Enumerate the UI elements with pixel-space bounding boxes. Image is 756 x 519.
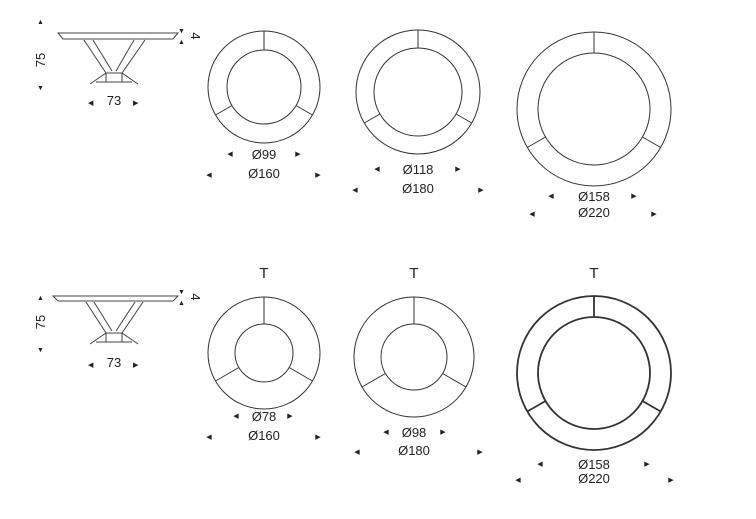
dimension-arrow: ◀ [206, 172, 212, 179]
dimension-arrow: ◀ [537, 461, 543, 468]
type-label: T [409, 265, 418, 282]
segment-divider-line [526, 400, 546, 413]
inner-lazy-susan-circle [537, 316, 651, 430]
dimension-arrow: ▶ [668, 477, 674, 484]
inner-diameter-label: Ø158 [578, 189, 610, 204]
dimension-arrow: ▶ [455, 166, 461, 173]
outer-top-circle [516, 31, 672, 187]
dimension-arrow: ▶ [651, 211, 657, 218]
dimension-arrow: ◀ [529, 211, 535, 218]
dimension-arrow: ◀ [352, 187, 358, 194]
outer-top-circle [355, 29, 481, 155]
inner-lazy-susan-circle [226, 49, 302, 125]
dimension-arrow: ▶ [315, 434, 321, 441]
segment-divider-line [442, 373, 467, 388]
segment-divider-line [215, 367, 240, 382]
dimension-arrow: ◀ [233, 413, 239, 420]
inner-lazy-susan-circle [373, 47, 463, 137]
segment-divider-line [642, 400, 662, 413]
outer-diameter-label: Ø160 [248, 166, 280, 181]
side-width-arrow-right: ▶ [133, 100, 139, 107]
side-width-label: 73 [107, 355, 121, 370]
side-height-arrow-bottom: ▼ [37, 85, 44, 92]
dimension-arrow: ▶ [478, 187, 484, 194]
side-height-arrow-top: ▲ [37, 19, 44, 26]
type-label: T [259, 265, 268, 282]
inner-diameter-label: Ø78 [252, 409, 277, 424]
side-width-arrow-left: ◀ [88, 100, 94, 107]
inner-diameter-label: Ø118 [403, 162, 434, 177]
side-thickness-arrow-bottom: ▲ [178, 39, 185, 46]
segment-divider-line [361, 373, 386, 388]
side-height-arrow-top: ▲ [37, 295, 44, 302]
side-thickness-arrow-top: ▼ [178, 28, 185, 35]
outer-diameter-label: Ø220 [578, 471, 610, 486]
dimension-arrow: ◀ [374, 166, 380, 173]
side-thickness-label: 4 [188, 32, 203, 39]
segment-divider-line [455, 113, 472, 124]
inner-lazy-susan-circle [380, 323, 448, 391]
side-view-2: 4 ▼ ▲ ▲ 75 ▼ ◀ 73 ▶ [33, 289, 203, 370]
side-thickness-arrow-top: ▼ [178, 289, 185, 296]
side-width-arrow-right: ▶ [133, 362, 139, 369]
dimension-arrow: ◀ [227, 151, 233, 158]
table-top-profile [56, 32, 180, 40]
side-thickness-arrow-bottom: ▲ [178, 300, 185, 307]
type-label: T [589, 265, 598, 282]
dimension-arrow: ▶ [295, 151, 301, 158]
outer-diameter-label: Ø220 [578, 205, 610, 220]
dimension-arrow: ◀ [206, 434, 212, 441]
outer-diameter-label: Ø180 [402, 181, 434, 196]
outer-diameter-label: Ø160 [248, 428, 280, 443]
segment-divider-line [215, 105, 233, 116]
inner-lazy-susan-circle [234, 323, 294, 383]
dimension-arrow: ▶ [440, 429, 446, 436]
dimension-arrow: ▶ [644, 461, 650, 468]
outer-diameter-label: Ø180 [398, 443, 430, 458]
dimension-arrow: ▶ [315, 172, 321, 179]
side-width-arrow-left: ◀ [88, 362, 94, 369]
dimension-arrow: ▶ [631, 193, 637, 200]
inner-diameter-label: Ø99 [252, 147, 277, 162]
side-view-1: 4 ▼ ▲ ▲ 75 ▼ ◀ 73 ▶ [33, 19, 203, 108]
side-height-arrow-bottom: ▼ [37, 347, 44, 354]
inner-lazy-susan-circle [537, 52, 651, 166]
inner-diameter-label: Ø158 [578, 457, 610, 472]
dimension-arrow: ▶ [287, 413, 293, 420]
segment-divider-line [642, 136, 661, 148]
side-height-label: 75 [33, 53, 48, 67]
side-thickness-label: 4 [188, 293, 203, 300]
dimension-arrow: ◀ [383, 429, 389, 436]
segment-divider-line [288, 367, 313, 382]
side-height-label: 75 [33, 315, 48, 329]
dimension-arrow: ◀ [515, 477, 521, 484]
outer-top-circle [516, 295, 672, 451]
dimension-arrow: ▶ [477, 449, 483, 456]
segment-divider-line [364, 113, 381, 124]
segment-divider-line [527, 136, 546, 148]
dimension-arrow: ◀ [354, 449, 360, 456]
table-base-profile [85, 301, 144, 345]
table-base-profile [83, 39, 146, 85]
inner-diameter-label: Ø98 [402, 425, 427, 440]
table-top-profile [51, 295, 180, 302]
side-width-label: 73 [107, 93, 121, 108]
segment-divider-line [295, 105, 313, 116]
dimension-arrow: ◀ [548, 193, 554, 200]
